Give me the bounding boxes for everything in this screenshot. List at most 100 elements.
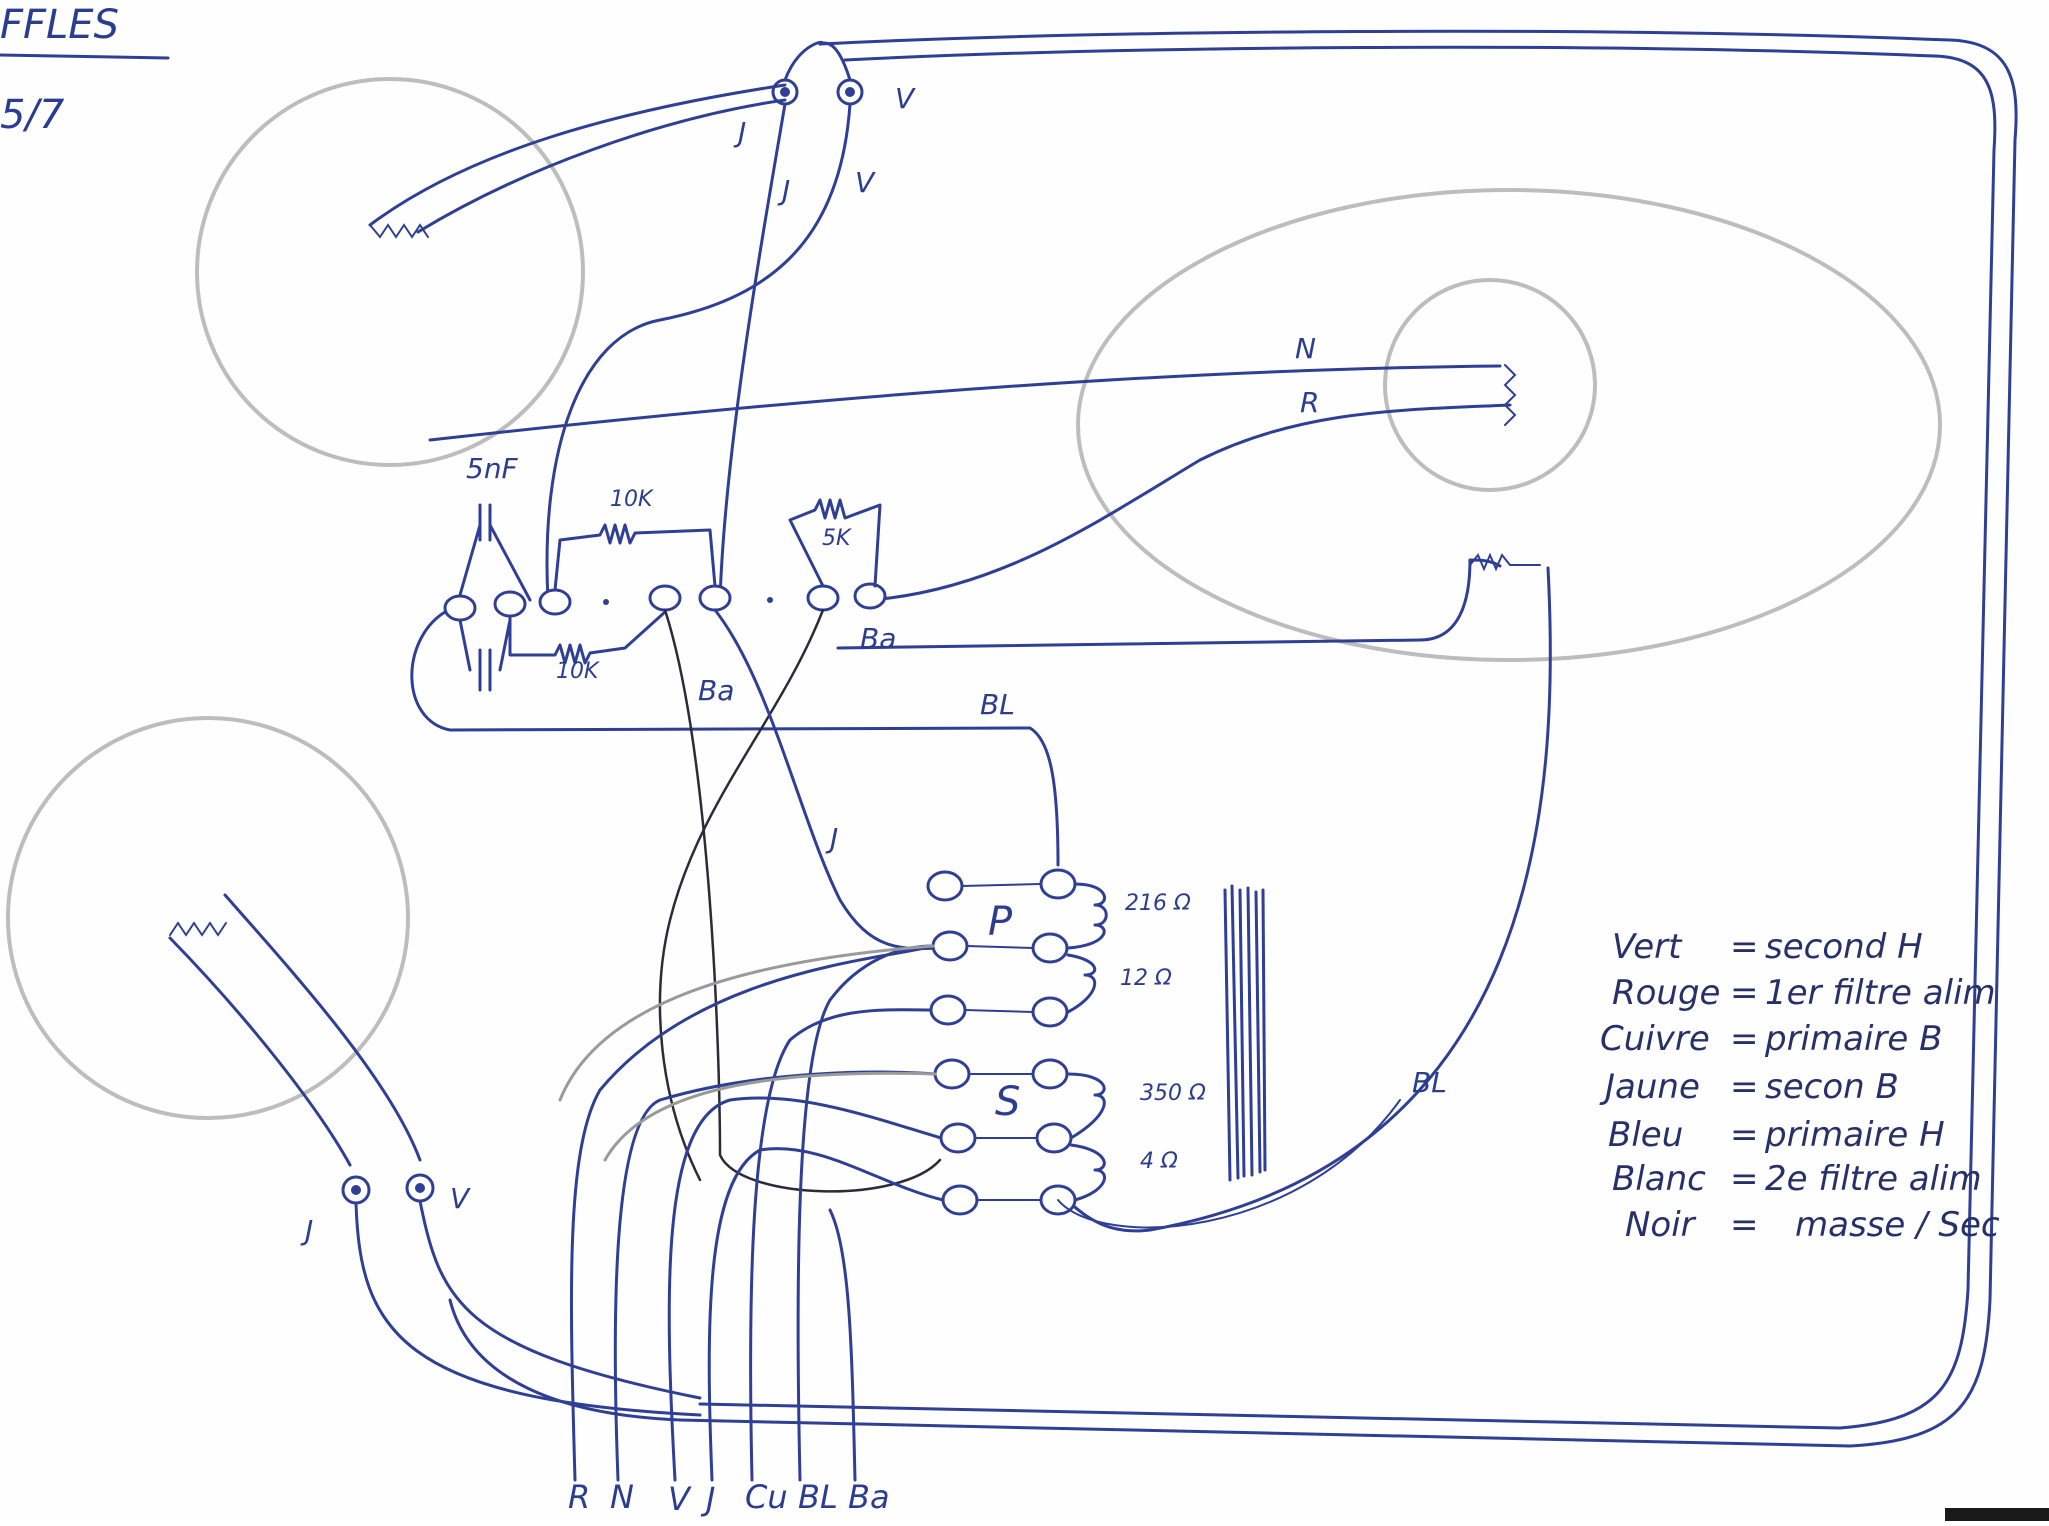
legend-row-1-color: Vert xyxy=(1612,927,1683,967)
lead-r xyxy=(569,944,935,1482)
xfmr-core xyxy=(1223,884,1267,1182)
bottom-lead-ba: Ba xyxy=(848,1478,890,1516)
resistor-top xyxy=(553,523,717,592)
scan-edge-artifact xyxy=(1945,1508,2049,1521)
winding-label-216: 216 Ω xyxy=(1125,891,1191,916)
xfmr-s2-left xyxy=(939,1122,977,1154)
lead-j xyxy=(707,1147,945,1482)
xfmr-p3-left xyxy=(929,994,967,1026)
bl-right-label: BL xyxy=(1412,1066,1447,1099)
tag-terminal-3 xyxy=(538,588,572,616)
tag-dot-1 xyxy=(603,599,609,605)
capacitor-bottom xyxy=(458,618,512,692)
top-jack-left-center xyxy=(780,87,790,97)
top-jack-right-label: V xyxy=(895,82,916,115)
resistor-bottom xyxy=(508,610,667,665)
xfmr-rails xyxy=(961,883,1401,1229)
bottom-lead-bl: BL xyxy=(798,1478,838,1516)
wire-ba-right xyxy=(836,558,1502,650)
header-underline xyxy=(0,53,170,60)
lead-gray-b xyxy=(603,1071,937,1162)
bottom-jack-left-label: J xyxy=(300,1214,313,1247)
lead-v xyxy=(667,1096,943,1482)
xfmr-s1-left xyxy=(933,1058,971,1090)
speaker-outline-right-inner xyxy=(1383,278,1597,492)
top-wire-right-label: V xyxy=(855,166,876,199)
xfmr-p2-right xyxy=(1031,932,1069,964)
bottom-speaker-coil xyxy=(169,921,227,937)
wire-top-jacks-link xyxy=(783,40,852,82)
wire-ba-right-down xyxy=(1058,566,1552,1233)
bottom-jack-right-label: V xyxy=(450,1182,471,1215)
xfmr-p3-right xyxy=(1031,996,1069,1028)
tag-terminal-5 xyxy=(698,584,732,612)
winding-label-350: 350 Ω xyxy=(1140,1081,1206,1106)
wire-bottom-jack-right xyxy=(418,1199,702,1400)
wire-outer-loop-inner xyxy=(698,45,1997,1430)
xfmr-s3-left xyxy=(941,1184,979,1216)
color-legend: Vert = second H Rouge = 1er filtre alim … xyxy=(1599,927,2000,1245)
resistor-right-label: 5K xyxy=(822,526,852,551)
right-speaker-coil xyxy=(1503,364,1517,426)
ba-right-coil xyxy=(1469,552,1541,572)
legend-row-6-eq: = xyxy=(1730,1159,1759,1199)
resistor-right xyxy=(788,498,882,588)
legend-row-3-meaning: primaire B xyxy=(1764,1019,1942,1059)
tag-terminal-7 xyxy=(853,582,887,610)
legend-row-5-eq: = xyxy=(1730,1115,1759,1155)
wire-top-speaker-cable-a xyxy=(368,83,787,227)
xfmr-p1-left xyxy=(926,870,964,902)
winding-label-4: 4 Ω xyxy=(1140,1149,1178,1174)
xfmr-s2-right xyxy=(1035,1122,1073,1154)
header-title: FFLES xyxy=(0,2,119,48)
legend-row-2-meaning: 1er filtre alim xyxy=(1765,973,1996,1013)
legend-row-5-meaning: primaire H xyxy=(1764,1115,1945,1155)
coil-350 xyxy=(1066,1072,1106,1140)
bottom-lead-n: N xyxy=(610,1478,634,1516)
bl-top-label: BL xyxy=(980,688,1015,721)
winding-label-12: 12 Ω xyxy=(1120,966,1172,991)
bottom-lead-cu: Cu xyxy=(745,1478,788,1516)
speaker-r-label: R xyxy=(1300,386,1319,419)
coil-4 xyxy=(1069,1143,1106,1202)
secondary-label: S xyxy=(995,1079,1020,1125)
legend-row-3-color: Cuivre xyxy=(1600,1019,1710,1059)
speaker-n-label: N xyxy=(1295,332,1316,365)
bottom-lead-v: V xyxy=(668,1480,692,1518)
legend-row-7-meaning: masse / Sec xyxy=(1795,1205,2000,1245)
legend-row-1-eq: = xyxy=(1730,927,1759,967)
wire-bottom-speaker-a xyxy=(168,936,352,1167)
wire-top-j-down xyxy=(718,102,787,602)
legend-row-2-color: Rouge xyxy=(1612,973,1720,1013)
xfmr-p2-left xyxy=(931,930,969,962)
bottom-jack-right-center xyxy=(415,1183,425,1193)
primary-label: P xyxy=(988,899,1013,945)
legend-row-4-meaning: secon B xyxy=(1765,1067,1899,1107)
wire-ground-loop xyxy=(410,610,1060,867)
legend-row-1-meaning: second H xyxy=(1765,927,1923,967)
wire-speaker-r xyxy=(868,403,1512,602)
wire-top-v-down xyxy=(545,102,852,602)
wire-cross-a xyxy=(663,608,942,1193)
tag-terminal-4 xyxy=(648,584,682,612)
tag-dot-2 xyxy=(767,597,773,603)
capacitor-label: 5nF xyxy=(466,452,519,485)
resistor-top-label: 10K xyxy=(610,487,654,512)
lead-bl xyxy=(796,944,935,1482)
legend-row-6-meaning: 2e filtre alim xyxy=(1765,1159,1982,1199)
legend-row-7-color: Noir xyxy=(1625,1205,1697,1245)
capacitor-top xyxy=(458,503,532,602)
wire-outer-loop xyxy=(448,29,2018,1448)
tag-terminal-1 xyxy=(443,594,477,622)
lead-ba xyxy=(828,1208,857,1482)
top-jack-right-center xyxy=(845,87,855,97)
wire-bottom-jack-left xyxy=(354,1201,702,1417)
lead-gray-a xyxy=(558,944,935,1102)
speaker-outline-right-oval xyxy=(1076,188,1942,662)
resistor-bottom-label: 10K xyxy=(556,659,600,684)
xfmr-p1-right xyxy=(1039,868,1077,900)
wire-cross-b xyxy=(658,608,825,1182)
legend-row-3-eq: = xyxy=(1730,1019,1759,1059)
